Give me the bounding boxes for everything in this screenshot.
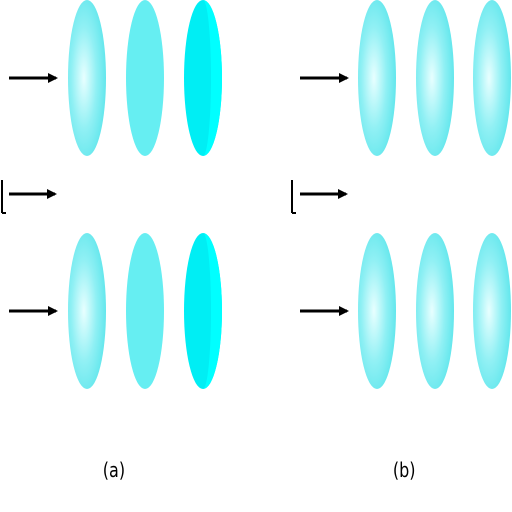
lens-gradient	[473, 233, 511, 389]
panel-a	[1, 0, 222, 389]
panel-b-small-arrow	[291, 180, 348, 214]
panel-b-bottom-row	[300, 233, 511, 389]
lens-uniform	[126, 0, 164, 156]
lens-gradient	[68, 233, 106, 389]
panel-b	[291, 0, 511, 389]
lens-gradient	[416, 0, 454, 156]
panel-b-top-row	[300, 0, 511, 156]
lens-dark-split	[184, 0, 222, 156]
panel-b-label: (b)	[392, 458, 416, 482]
lens-gradient	[358, 233, 396, 389]
panel-a-small-arrow	[1, 180, 57, 214]
lens-gradient	[416, 233, 454, 389]
panel-a-label: (a)	[102, 458, 126, 482]
lens-gradient	[473, 0, 511, 156]
lens-dark-split	[184, 233, 222, 389]
panel-a-top-row	[9, 0, 222, 156]
lens-gradient	[68, 0, 106, 156]
lens-uniform	[126, 233, 164, 389]
panel-a-bottom-row	[9, 233, 222, 389]
lens-gradient	[358, 0, 396, 156]
